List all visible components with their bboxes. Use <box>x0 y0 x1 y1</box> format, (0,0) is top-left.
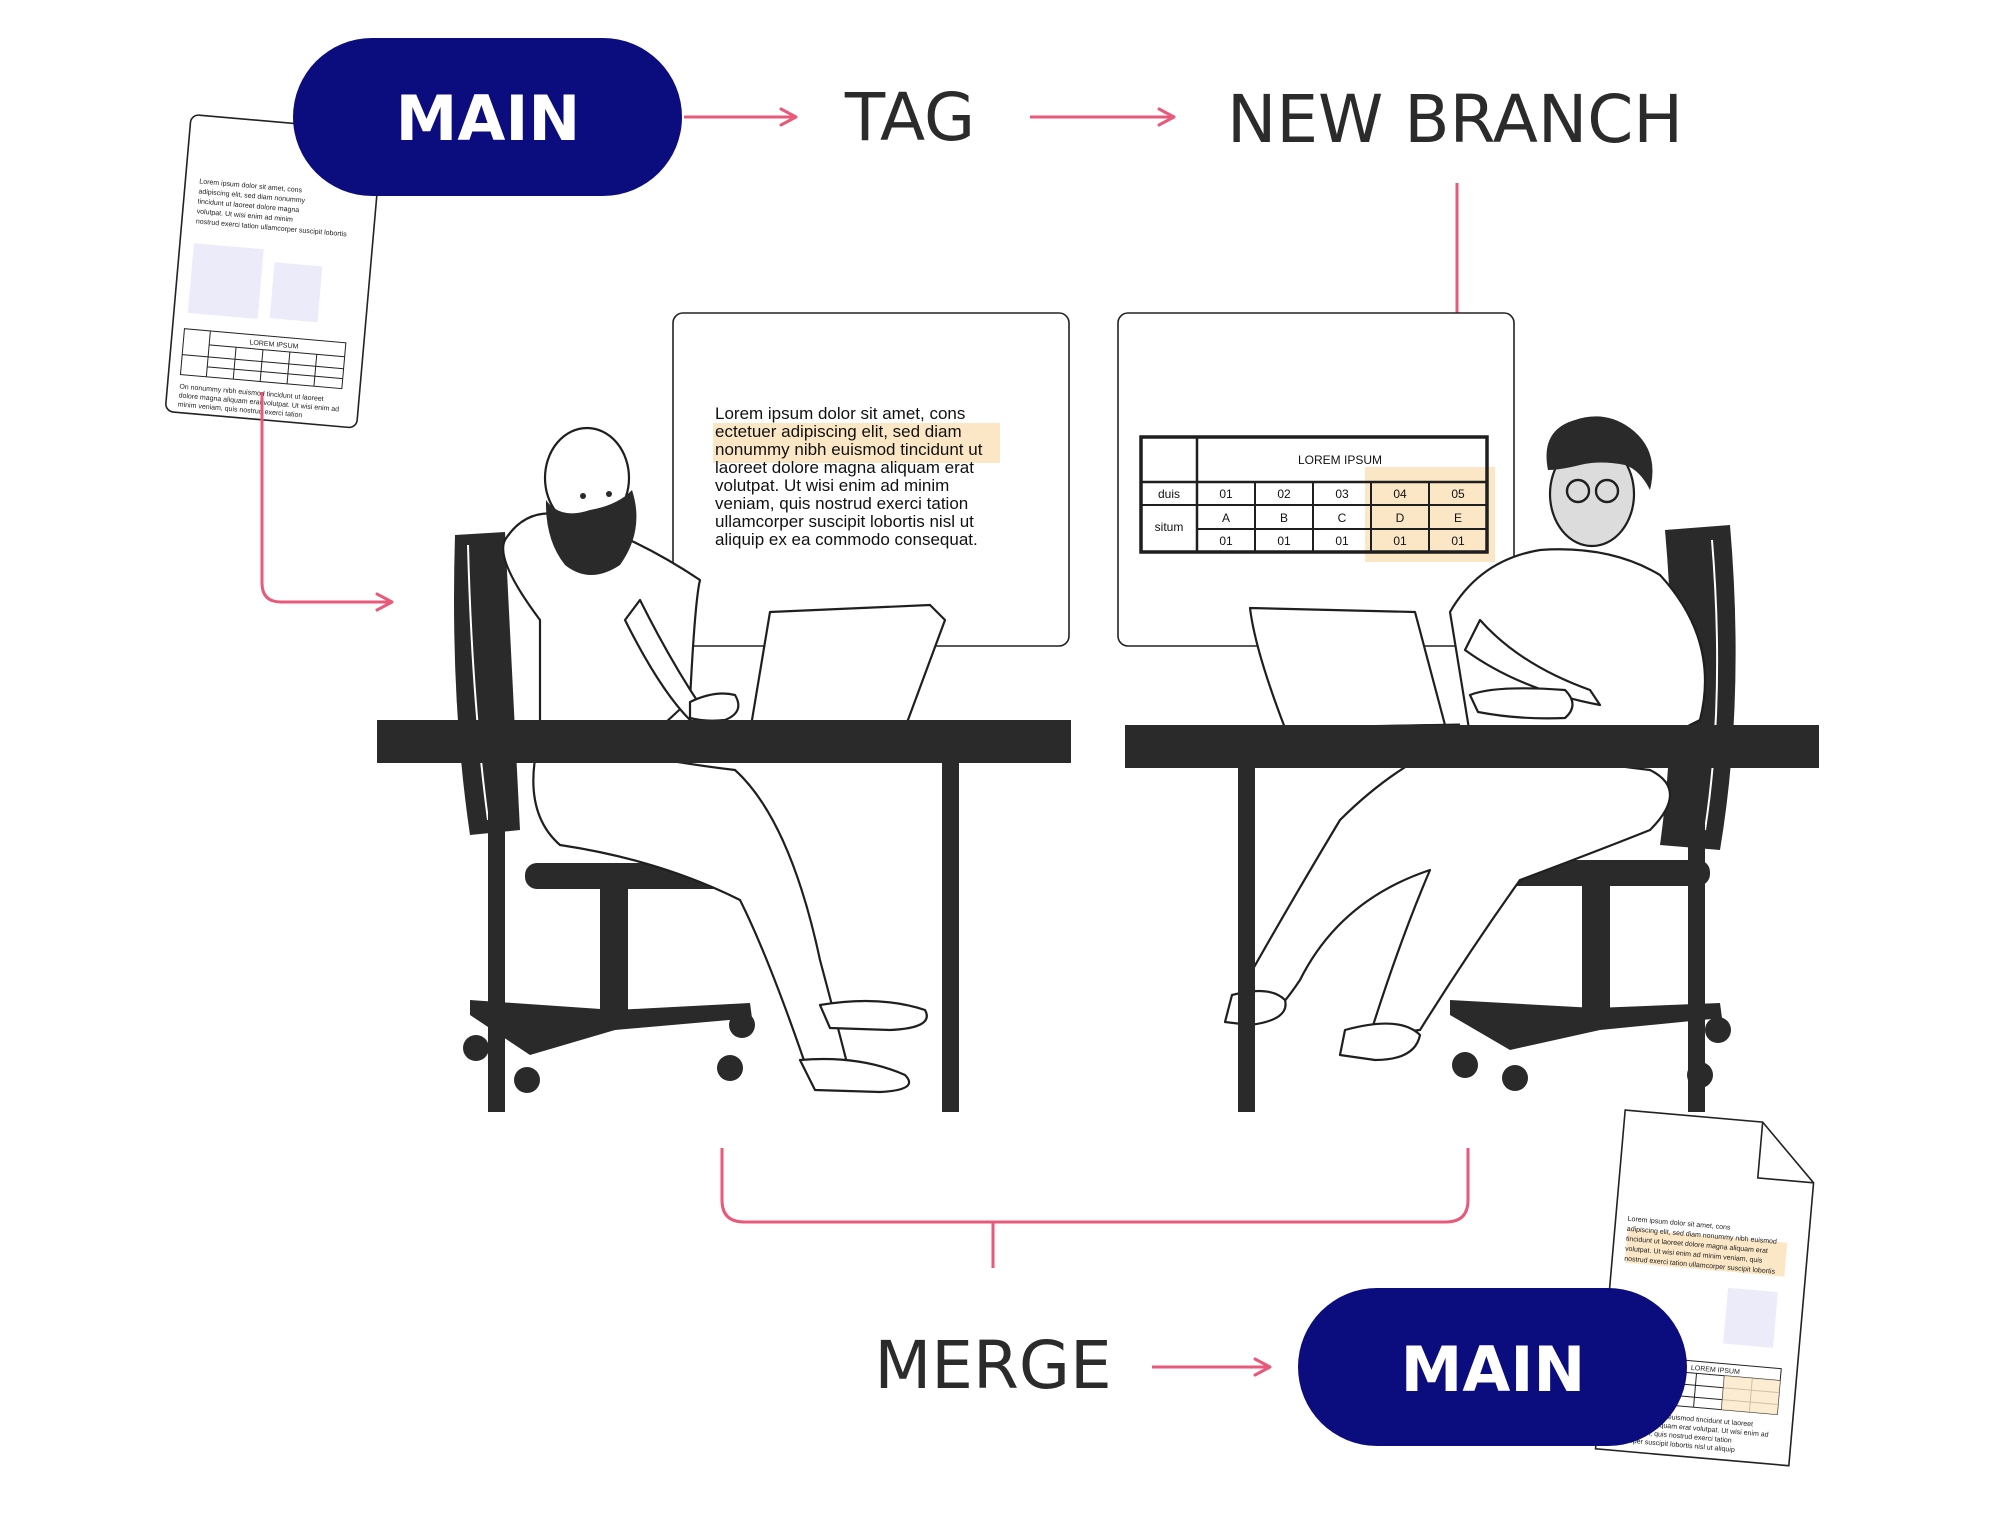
left-screen-line: ullamcorper suscipit lobortis nisl ut <box>715 512 974 531</box>
table-cell: B <box>1280 511 1288 525</box>
right-person-hand <box>1468 687 1574 720</box>
document-start: Lorem ipsum dolor sit amet, cons adipisc… <box>165 114 383 429</box>
doc-start-table <box>179 328 347 390</box>
text-highlight <box>713 423 1000 463</box>
row-label: situm <box>1155 520 1184 534</box>
left-person-hand <box>688 692 740 722</box>
left-person-shoe <box>818 999 928 1032</box>
right-person-arm <box>1463 618 1602 707</box>
left-chair <box>454 532 755 1093</box>
right-screen-table <box>1139 435 1489 554</box>
right-person-shoe <box>1223 989 1287 1027</box>
left-screen-line: veniam, quis nostrud exerci tation <box>715 494 968 513</box>
row-label: duis <box>1158 487 1180 501</box>
table-row-1: 01 02 03 04 05 <box>1219 487 1465 501</box>
merge-bracket <box>720 1148 1470 1224</box>
table-cell: 01 <box>1219 487 1233 501</box>
new-branch-label: NEW BRANCH <box>1227 81 1683 158</box>
table-row-2: A B C D E <box>1222 511 1462 525</box>
right-person-glasses <box>1594 478 1620 504</box>
left-person-beard <box>545 490 637 575</box>
left-person <box>502 426 928 1094</box>
left-screen-line: aliquip ex ea commodo consequat. <box>715 530 978 549</box>
tag-label: TAG <box>844 79 975 156</box>
table-cell: 03 <box>1335 487 1349 501</box>
left-person-eye <box>606 491 612 497</box>
table-cell: 05 <box>1451 487 1465 501</box>
left-screen-line: volutpat. Ut wisi enim ad minim <box>715 476 949 495</box>
left-screen-line: ectetuer adipiscing elit, sed diam <box>715 422 962 441</box>
table-row-3: 01 01 01 01 01 <box>1219 534 1465 548</box>
table-cell: D <box>1396 511 1405 525</box>
right-person-hair <box>1546 416 1653 490</box>
left-desk <box>377 720 1071 1112</box>
doc-start-table-title: LOREM IPSUM <box>249 339 299 350</box>
left-screen-line: laoreet dolore magna aliquam erat <box>715 458 974 477</box>
table-cell: A <box>1222 511 1230 525</box>
left-screen-line: nonummy nibh euismod tincidunt ut <box>715 440 983 459</box>
doc-end-table-highlight <box>1721 1375 1781 1415</box>
table-cell: 01 <box>1219 534 1233 548</box>
table-cell: 01 <box>1393 534 1407 548</box>
doc-end-image <box>1723 1287 1778 1348</box>
main-pill-start-label: MAIN <box>396 82 581 155</box>
doc-start-image <box>187 243 264 320</box>
merge-label: MERGE <box>874 1327 1111 1404</box>
table-cell: 02 <box>1277 487 1291 501</box>
left-person-eye <box>580 493 586 499</box>
right-screen: LOREM IPSUM duis situm 01 02 03 04 05 A … <box>1117 312 1515 647</box>
table-cell: 01 <box>1277 534 1291 548</box>
table-cell: 04 <box>1393 487 1407 501</box>
table-cell: E <box>1454 511 1462 525</box>
left-screen: Lorem ipsum dolor sit amet, cons ectetue… <box>672 312 1070 647</box>
arrow-doc-to-left-desk <box>260 392 394 612</box>
right-desk <box>1125 725 1819 1112</box>
right-person-glasses <box>1565 478 1591 504</box>
main-pill-start: MAIN <box>293 38 682 196</box>
left-screen-line: Lorem ipsum dolor sit amet, cons <box>715 404 965 423</box>
table-cell: 01 <box>1335 534 1349 548</box>
table-cell: 01 <box>1451 534 1465 548</box>
table-title: LOREM IPSUM <box>1298 453 1382 467</box>
main-pill-end-label: MAIN <box>1401 1333 1586 1406</box>
doc-end-table-title: LOREM IPSUM <box>1691 1365 1741 1376</box>
doc-end-highlight <box>1624 1228 1788 1277</box>
main-pill-end: MAIN <box>1298 1288 1687 1446</box>
right-person-shoe <box>1338 1022 1422 1062</box>
left-screen-text: Lorem ipsum dolor sit amet, cons ectetue… <box>715 404 983 549</box>
right-person <box>1223 416 1707 1062</box>
table-cell: C <box>1338 511 1347 525</box>
left-person-shoe <box>798 1057 911 1094</box>
doc-start-image <box>269 262 323 323</box>
right-person-legs <box>1228 733 1672 1037</box>
